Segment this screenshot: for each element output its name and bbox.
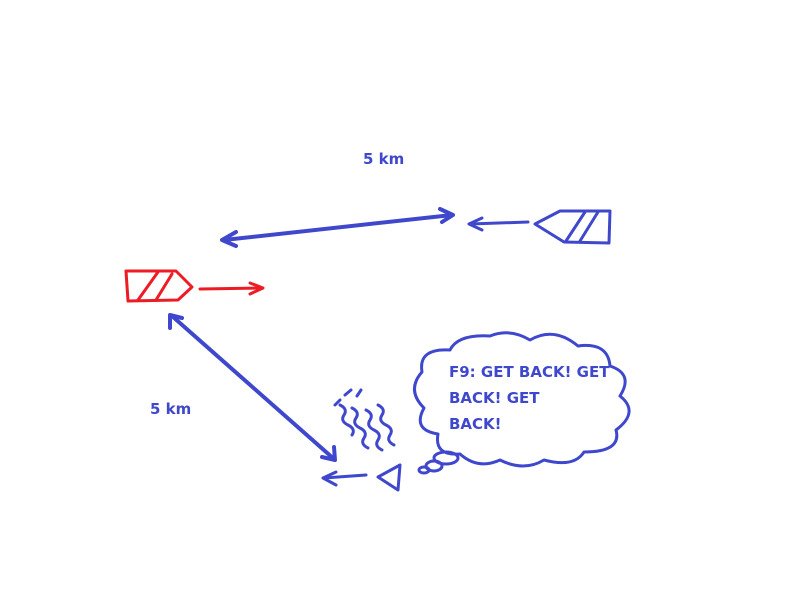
thought-line-2: BACK! GET xyxy=(449,389,540,407)
submarine-triangle-icon xyxy=(376,463,402,492)
wave-lines-icon xyxy=(333,388,396,452)
red-ship-heading-arrow xyxy=(198,281,265,296)
red-ship-icon xyxy=(124,269,194,303)
top-distance-label: 5 km xyxy=(363,150,405,168)
left-distance-label: 5 km xyxy=(150,400,192,418)
thought-bubble-text: F9: GET BACK! GET BACK! GET BACK! xyxy=(449,359,649,437)
top-distance-arrow xyxy=(220,207,455,248)
diagonal-distance-arrow xyxy=(168,313,337,462)
thought-line-3: BACK! xyxy=(449,415,502,433)
thought-line-1: F9: GET BACK! GET xyxy=(449,363,610,381)
blue-ship-icon xyxy=(533,209,612,245)
triangle-heading-arrow xyxy=(321,470,368,487)
blue-ship-heading-arrow xyxy=(467,216,530,232)
thought-bubble-cloud xyxy=(413,331,631,475)
